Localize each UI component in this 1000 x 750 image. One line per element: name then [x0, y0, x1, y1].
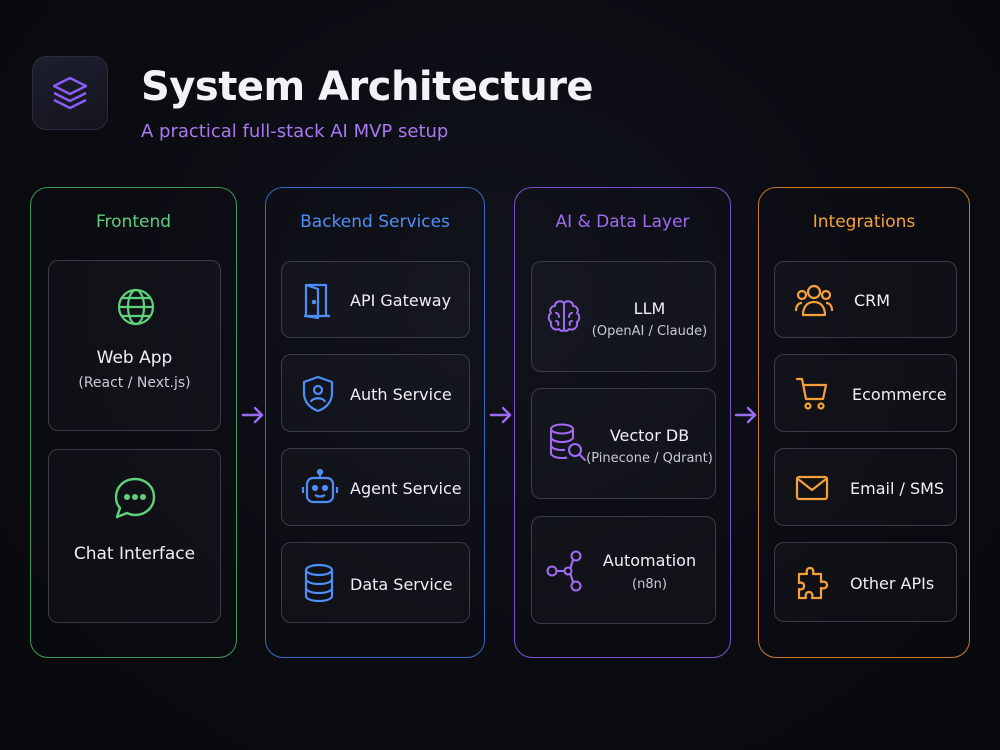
column-integrations: Integrations CRM Ecommerce Email / SMS [758, 187, 970, 658]
chat-bubble-icon [114, 477, 156, 519]
card-label: Other APIs [850, 574, 935, 593]
column-title: Backend Services [300, 212, 450, 232]
users-icon [794, 284, 834, 317]
card-email-sms[interactable]: Email / SMS [774, 448, 957, 526]
card-auth-service[interactable]: Auth Service [281, 354, 470, 432]
card-vector-db[interactable]: Vector DB (Pinecone / Qdrant) [531, 388, 716, 499]
card-label: Agent Service [350, 479, 462, 498]
card-label: Data Service [350, 575, 453, 594]
page-subtitle: A practical full-stack AI MVP setup [141, 121, 449, 142]
robot-icon [301, 468, 339, 504]
shield-user-icon [302, 375, 334, 413]
arrow-right-icon [734, 406, 757, 424]
layers-icon [52, 76, 88, 110]
card-label: CRM [854, 291, 891, 310]
card-ecommerce[interactable]: Ecommerce [774, 354, 957, 432]
column-frontend: Frontend Web App (React / Next.js) Chat … [30, 187, 237, 658]
card-sublabel: (React / Next.js) [78, 375, 191, 391]
cart-icon [795, 377, 828, 410]
card-api-gateway[interactable]: API Gateway [281, 261, 470, 338]
arrow-right-icon [241, 406, 264, 424]
card-label: Automation [602, 551, 697, 570]
card-sublabel: (n8n) [632, 577, 667, 592]
column-title: Frontend [95, 212, 172, 232]
database-icon [304, 563, 334, 603]
card-sublabel: (Pinecone / Qdrant) [586, 451, 713, 466]
card-chat-interface[interactable]: Chat Interface [48, 449, 221, 623]
card-other-apis[interactable]: Other APIs [774, 542, 957, 622]
card-label: LLM [633, 299, 666, 318]
card-label: Email / SMS [850, 479, 945, 498]
card-label: Chat Interface [73, 544, 196, 564]
card-agent-service[interactable]: Agent Service [281, 448, 470, 526]
card-sublabel: (OpenAI / Claude) [591, 324, 708, 339]
column-title: Integrations [812, 212, 916, 232]
puzzle-icon [797, 566, 829, 600]
card-label: API Gateway [350, 291, 452, 310]
card-data-service[interactable]: Data Service [281, 542, 470, 623]
page-title: System Architecture [141, 64, 594, 110]
column-backend-services: Backend Services API Gateway Auth Servic… [265, 187, 485, 658]
globe-icon [117, 288, 155, 326]
arrow-right-icon [489, 406, 512, 424]
brain-icon [547, 300, 581, 332]
door-icon [304, 283, 330, 319]
logo [32, 56, 108, 130]
workflow-nodes-icon [546, 550, 582, 592]
database-search-icon [549, 423, 587, 462]
column-ai-data-layer: AI & Data Layer LLM (OpenAI / Claude) Ve… [514, 187, 731, 658]
card-web-app[interactable]: Web App (React / Next.js) [48, 260, 221, 431]
card-label: Vector DB [609, 426, 690, 445]
card-llm[interactable]: LLM (OpenAI / Claude) [531, 261, 716, 372]
card-automation[interactable]: Automation (n8n) [531, 516, 716, 624]
card-crm[interactable]: CRM [774, 261, 957, 338]
card-label: Ecommerce [852, 385, 947, 404]
mail-icon [795, 475, 829, 501]
card-label: Web App [96, 348, 173, 368]
card-label: Auth Service [350, 385, 452, 404]
column-title: AI & Data Layer [555, 212, 690, 232]
